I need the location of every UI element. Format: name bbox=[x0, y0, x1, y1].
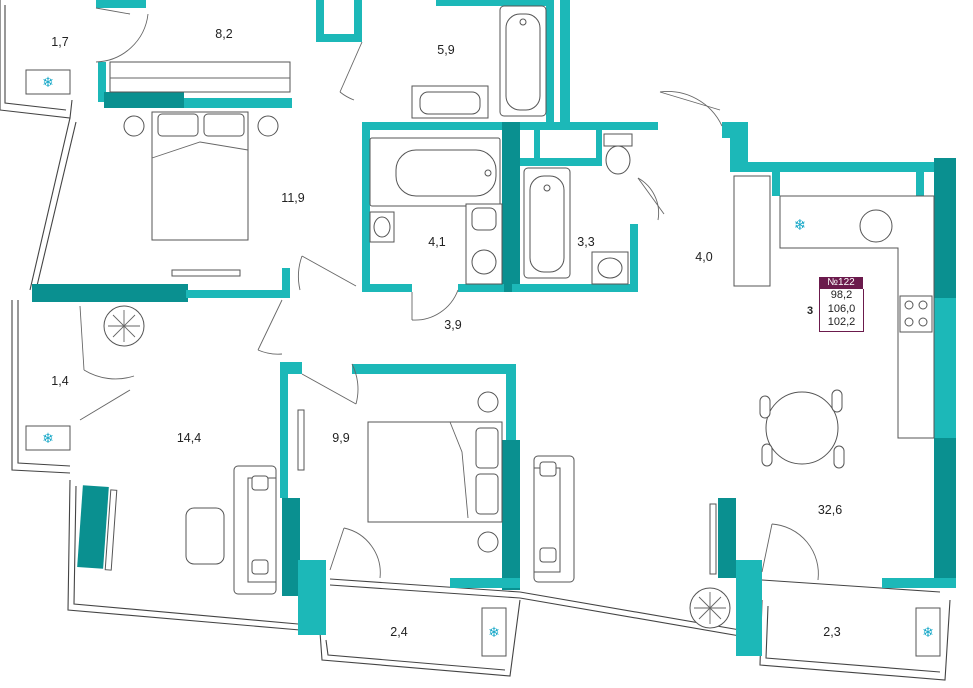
tv-stand bbox=[297, 409, 305, 471]
room-count: 3 bbox=[807, 305, 814, 317]
room-area-wardrobe: 8,2 bbox=[215, 27, 232, 41]
sink-icon bbox=[369, 211, 395, 243]
apartment-number: №122 bbox=[819, 277, 863, 289]
room-area-bedroom-nw: 11,9 bbox=[281, 191, 304, 205]
snowflake-icon: ❄ bbox=[794, 216, 807, 234]
room-area-hall: 3,9 bbox=[444, 318, 461, 332]
tv-stand bbox=[171, 269, 241, 277]
bathtub-icon bbox=[499, 5, 547, 117]
bathtub-icon bbox=[523, 167, 571, 279]
walls bbox=[32, 0, 956, 656]
dining-table bbox=[759, 389, 845, 469]
furniture bbox=[103, 5, 935, 629]
svg-text:❄: ❄ bbox=[488, 625, 500, 641]
doors bbox=[79, 7, 819, 581]
room-area-bathroom-top: 5,9 bbox=[437, 43, 454, 57]
radiator-icon bbox=[733, 175, 771, 287]
area-value-2: 106,0 bbox=[827, 302, 856, 315]
snowflake-icon: ❄ bbox=[25, 69, 71, 95]
snowflake-icon: ❄ bbox=[481, 607, 507, 657]
bathtub-icon bbox=[369, 137, 501, 207]
toilet-icon bbox=[603, 133, 633, 175]
room-area-bathroom-right: 3,3 bbox=[577, 235, 594, 249]
coffee-table bbox=[185, 507, 225, 565]
balcony-outlines bbox=[0, 0, 951, 681]
snowflake-icon: ❄ bbox=[25, 425, 71, 451]
room-area-balcony-w: 1,4 bbox=[51, 374, 68, 388]
plant-icon bbox=[103, 305, 145, 347]
toilet-icon bbox=[465, 203, 503, 285]
room-labels: 1,7 8,2 5,9 11,9 4,1 3,3 4,0 3,9 1,4 14,… bbox=[51, 27, 842, 639]
svg-text:❄: ❄ bbox=[42, 431, 54, 447]
area-value-3: 102,2 bbox=[827, 316, 856, 328]
svg-text:❄: ❄ bbox=[922, 625, 934, 641]
room-area-living-room: 14,4 bbox=[177, 431, 201, 445]
tv-stand bbox=[709, 503, 717, 575]
room-area-balcony-s: 2,4 bbox=[390, 625, 407, 639]
wardrobe-rack bbox=[109, 61, 291, 93]
room-area-kitchen-living: 32,6 bbox=[818, 503, 842, 517]
svg-text:❄: ❄ bbox=[794, 216, 807, 234]
area-value-1: 98,2 bbox=[830, 289, 853, 301]
snowflake-icon: ❄ bbox=[915, 607, 941, 657]
apartment-info-badge: №122 3 98,2 106,0 102,2 bbox=[807, 277, 864, 332]
area-values: 98,2 106,0 102,2 bbox=[819, 289, 864, 332]
stove-icon bbox=[899, 295, 933, 333]
room-area-bedroom-s: 9,9 bbox=[332, 431, 349, 445]
plant-icon bbox=[689, 587, 731, 629]
ac-units: ❄ ❄ ❄ ❄ ❄ bbox=[25, 69, 941, 657]
room-area-balcony-se: 2,3 bbox=[823, 625, 840, 639]
kitchen-counter bbox=[779, 195, 935, 439]
sofa bbox=[233, 465, 277, 595]
room-area-hall-right: 4,0 bbox=[695, 250, 712, 264]
tv-stand bbox=[104, 489, 118, 571]
sofa bbox=[533, 455, 575, 583]
room-area-bathroom-mid: 4,1 bbox=[428, 235, 445, 249]
svg-text:❄: ❄ bbox=[42, 75, 54, 91]
sink-icon bbox=[411, 85, 489, 119]
sink-icon bbox=[591, 251, 629, 285]
room-area-balcony-nw: 1,7 bbox=[51, 35, 68, 49]
bed-icon bbox=[123, 111, 279, 241]
bed-icon bbox=[367, 391, 503, 553]
